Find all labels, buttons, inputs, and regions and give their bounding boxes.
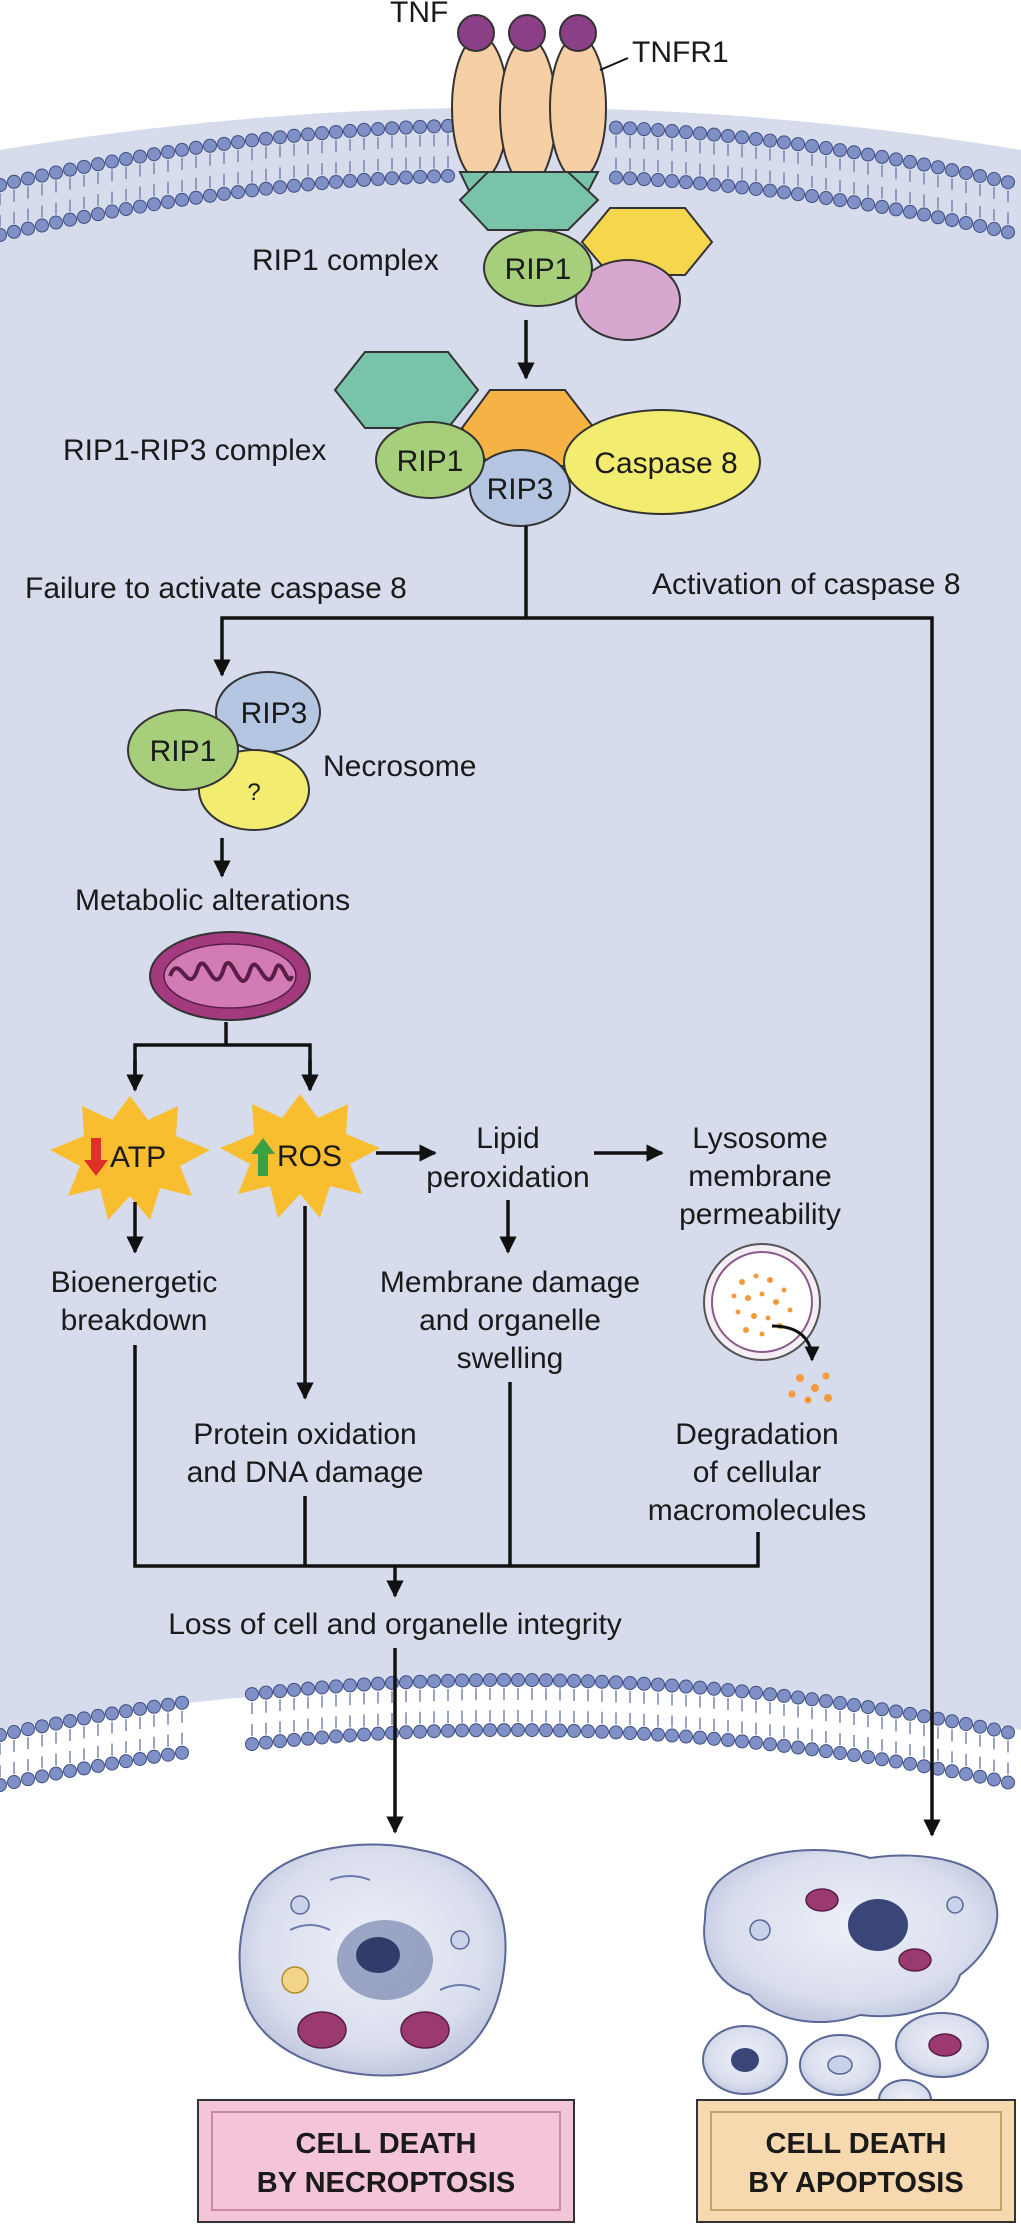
ros-burst [220,1094,380,1218]
degradation-label: Degradation [675,1418,838,1451]
necroptosis-outcome-label: CELL DEATH [296,2128,477,2160]
metabolic-alterations-label: Metabolic alterations [75,884,350,917]
tnfr1-label: TNFR1 [632,36,729,69]
rip1-complex [458,171,714,341]
lipid-label: peroxidation [426,1161,589,1194]
protein-oxidation-label: and DNA damage [187,1456,424,1489]
necrosome-label: Necrosome [323,750,476,783]
caspase8-protein-label: Caspase 8 [594,447,737,480]
atp-label: ATP [110,1141,166,1174]
membrane-damage-label: Membrane damage [380,1266,640,1299]
degradation-label: of cellular [693,1456,821,1489]
failure-caspase8-label: Failure to activate caspase 8 [25,572,407,605]
up-arrow-icon [251,1138,275,1176]
necroptosis-outcome-label: BY NECROPTOSIS [257,2167,515,2199]
ros-label: ROS [277,1140,342,1173]
membrane-damage-label: and organelle [419,1304,601,1337]
activation-caspase8-label: Activation of caspase 8 [652,568,961,601]
necroptotic-cell-illustration [238,1843,507,2077]
down-arrow-icon [84,1138,108,1176]
necroptosis-outcome-box [197,2099,575,2223]
loss-integrity-label: Loss of cell and organelle integrity [168,1608,622,1641]
necrosome [127,671,321,831]
lysosome-label: membrane [688,1160,831,1193]
apoptosis-outcome-label: BY APOPTOSIS [748,2167,963,2199]
membrane-damage-label: swelling [457,1342,564,1375]
tnf-ligand [457,14,597,52]
bioenergetic-label: breakdown [61,1304,208,1337]
protein-oxidation-label: Protein oxidation [193,1418,416,1451]
tnfr1-receptor [451,35,607,187]
apoptotic-cell-illustration [702,1849,999,2121]
apoptosis-outcome-label: CELL DEATH [766,2128,947,2160]
rip3-protein-label: RIP3 [487,473,554,506]
apoptosis-outcome-box [696,2099,1016,2223]
rip3-protein-label: RIP3 [241,697,308,730]
plasma-membrane-top [0,118,1015,242]
rip1-protein-label: RIP1 [397,445,464,478]
lysosome-label: permeability [679,1198,841,1231]
rip1-rip3-complex-label: RIP1-RIP3 complex [63,434,326,467]
lysosome-icon [703,1243,832,1404]
unknown-protein-label: ? [247,779,260,806]
bioenergetic-label: Bioenergetic [51,1266,218,1299]
degradation-label: macromolecules [648,1494,866,1527]
plasma-membrane-bottom [0,1673,1015,1792]
mitochondrion-icon [149,931,311,1021]
rip1-protein-label: RIP1 [505,253,572,286]
rip1-protein-label: RIP1 [150,735,217,768]
lipid-label: Lipid [476,1122,539,1155]
lysosome-label: Lysosome [692,1122,828,1155]
rip1-rip3-complex [333,351,761,527]
rip1-complex-label: RIP1 complex [252,244,439,277]
tnf-label: TNF [390,0,448,29]
atp-burst [50,1096,210,1220]
